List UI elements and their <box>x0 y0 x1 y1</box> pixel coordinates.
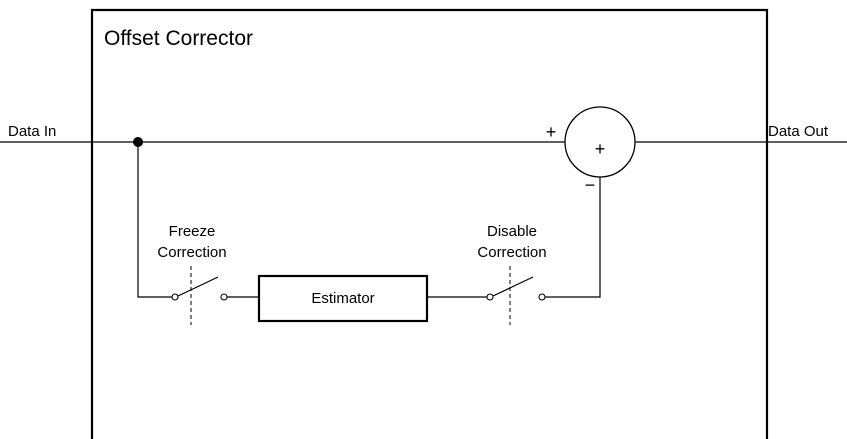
freeze-switch-blade <box>177 276 219 297</box>
minus-input-sign: − <box>585 175 596 195</box>
disable-switch-terminal-in <box>486 293 494 301</box>
disable-switch-blade <box>492 276 534 297</box>
freeze-switch-terminal-in <box>171 293 179 301</box>
estimator-block <box>257 274 429 323</box>
disable-label-line1: Disable <box>487 223 537 240</box>
data-out-label: Data Out <box>768 123 829 140</box>
correction-feedback-line <box>545 177 601 298</box>
disable-switch-terminal-out <box>538 293 546 301</box>
branch-line <box>137 142 172 298</box>
freeze-label-line2: Correction <box>157 244 226 261</box>
freeze-label-line1: Freeze <box>169 223 216 240</box>
freeze-correction-switch <box>171 266 228 325</box>
freeze-switch-terminal-out <box>220 293 228 301</box>
offset-corrector-block <box>90 8 769 439</box>
disable-correction-switch <box>486 266 546 325</box>
data-in-label: Data In <box>8 123 56 140</box>
summing-junction-symbol: + <box>595 139 606 159</box>
block-title: Offset Corrector <box>104 27 253 50</box>
plus-input-sign: + <box>546 122 557 142</box>
summing-junction <box>564 106 636 178</box>
estimator-label: Estimator <box>311 290 374 307</box>
disable-label-line2: Correction <box>477 244 546 261</box>
